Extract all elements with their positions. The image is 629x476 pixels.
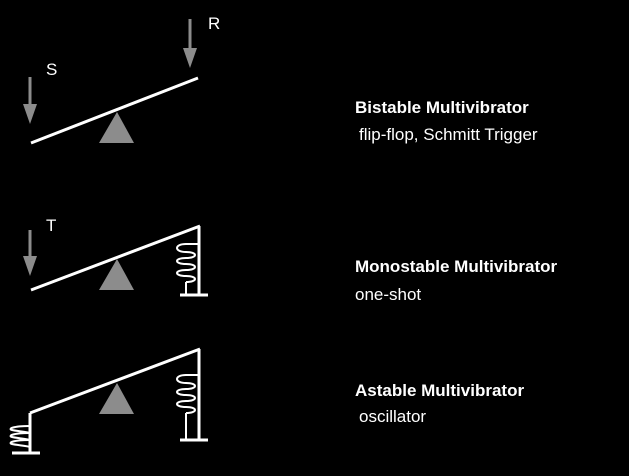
bistable-beam [30, 76, 199, 145]
monostable-title: Monostable Multivibrator [355, 257, 558, 276]
bistable-subtitle: flip-flop, Schmitt Trigger [359, 125, 538, 144]
monostable-seesaw [23, 224, 208, 297]
astable-title: Astable Multivibrator [355, 381, 525, 400]
monostable-spring [176, 226, 208, 297]
astable-subtitle: oscillator [359, 407, 427, 426]
bistable-s-arrow [23, 77, 37, 124]
bistable-r-label: R [208, 14, 221, 33]
astable-fulcrum [99, 383, 134, 414]
astable-right-spring [176, 349, 208, 442]
monostable-t-arrow [23, 230, 37, 276]
astable-beam [29, 347, 201, 415]
bistable-title: Bistable Multivibrator [355, 98, 529, 117]
monostable-subtitle: one-shot [355, 285, 422, 304]
monostable-t-label: T [46, 216, 57, 235]
bistable-fulcrum [99, 112, 134, 143]
bistable-seesaw [23, 19, 199, 145]
astable-seesaw [9, 347, 208, 455]
astable-left-spring [9, 413, 40, 455]
bistable-s-label: S [46, 60, 58, 79]
bistable-r-arrow [183, 19, 197, 68]
monostable-fulcrum [99, 259, 134, 290]
monostable-beam [30, 224, 201, 292]
